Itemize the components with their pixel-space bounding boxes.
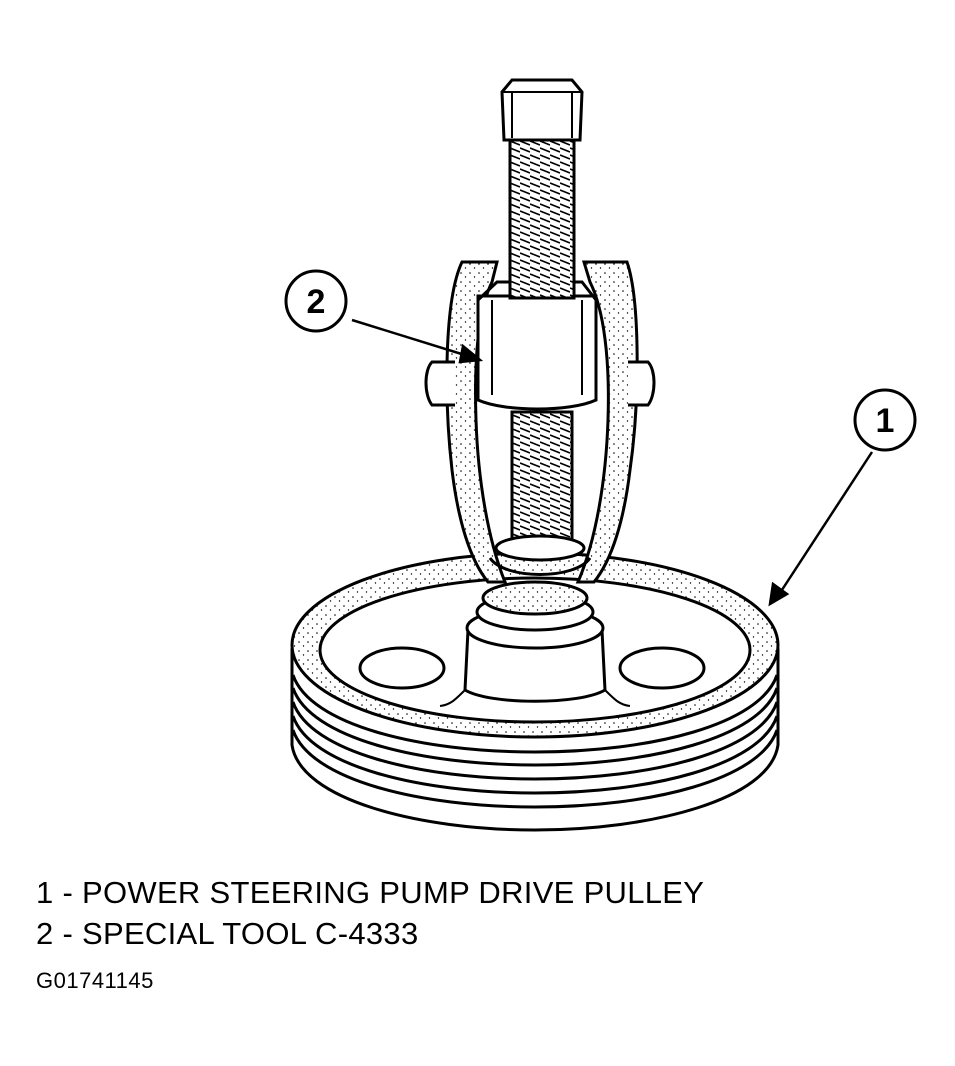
leader-lines [351, 318, 874, 607]
figure-id: G01741145 [36, 968, 154, 993]
legend-item-pulley: 1 - POWER STEERING PUMP DRIVE PULLEY [36, 875, 705, 910]
callout-1: 1 [853, 388, 917, 452]
tool-arrowhead [458, 343, 484, 364]
drive-pulley [290, 551, 780, 832]
callout-2-label: 2 [307, 283, 326, 321]
parts-legend: 1 - POWER STEERING PUMP DRIVE PULLEY 2 -… [36, 872, 704, 954]
pulley-puller-illustration: 2 1 [284, 78, 917, 832]
special-tool-c4333 [424, 78, 656, 584]
pulley-arrowhead [768, 581, 790, 607]
callout-1-label: 1 [876, 402, 895, 440]
callout-2: 2 [284, 269, 348, 333]
legend-item-special-tool: 2 - SPECIAL TOOL C-4333 [36, 916, 419, 951]
